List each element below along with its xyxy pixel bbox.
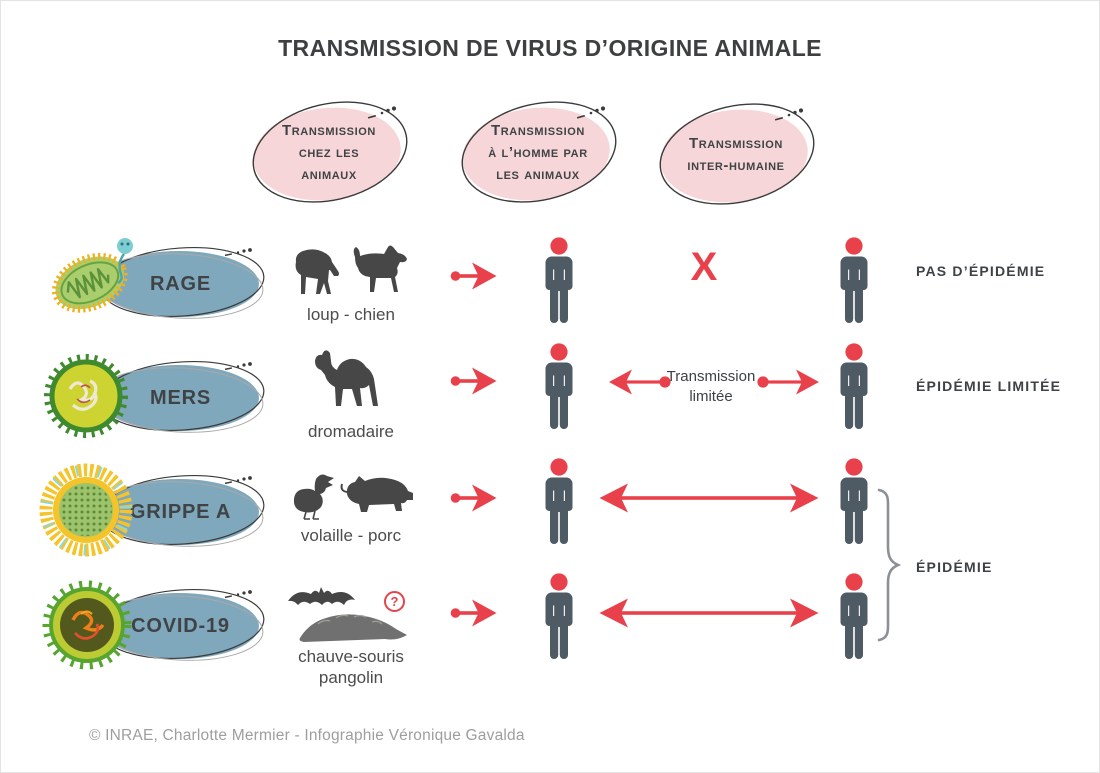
duck-pig-icons	[293, 474, 413, 520]
uncertainty-question-badge: ?	[384, 591, 405, 612]
virus-name: GRIPPE A	[129, 500, 232, 523]
transmission-arrow-icon	[450, 596, 498, 630]
column-header-animal-transmission: Transmission chez les animaux	[244, 97, 414, 209]
wolf-dog-icons	[295, 245, 407, 294]
mers-coronavirus-icon	[44, 354, 128, 438]
header-line: Transmission	[491, 122, 585, 140]
header-line: inter-humaine	[687, 157, 785, 174]
header-line: chez les	[298, 144, 360, 162]
human-figure	[834, 237, 874, 323]
influenza-virus-icon	[39, 463, 133, 557]
human-figure	[539, 343, 579, 429]
credit-line: © INRAE, Charlotte Mermier - Infographie…	[89, 727, 525, 744]
virus-name: COVID-19	[131, 614, 230, 637]
human-figure	[834, 573, 874, 659]
no-transmission-mark: X	[690, 245, 718, 289]
limited-label-line: limitée	[689, 387, 733, 405]
pangolin-icon	[299, 614, 407, 642]
transmission-arrow-icon	[450, 481, 498, 515]
page-title: TRANSMISSION DE VIRUS D’ORIGINE ANIMALE	[278, 35, 822, 61]
human-figure	[539, 237, 579, 323]
header-line: les animaux	[496, 165, 580, 183]
sustained-transmission-double-arrow-icon	[597, 595, 821, 631]
transmission-arrow-icon	[450, 364, 498, 398]
animal-caption: chauve-souris pangolin	[276, 646, 426, 689]
animal-caption-line: pangolin	[318, 668, 384, 688]
column-header-inter-human: Transmission inter-humaine	[651, 99, 821, 211]
dog-icon	[353, 245, 407, 292]
limited-transmission-right-arrow-icon	[755, 367, 821, 397]
virus-name: MERS	[150, 386, 211, 409]
sars-cov2-virus-icon	[42, 580, 132, 670]
header-line: Transmission	[689, 135, 783, 153]
bat-icon	[288, 587, 355, 605]
animal-caption: loup - chien	[307, 305, 395, 324]
outcome-label: ÉPIDÉMIE	[916, 559, 993, 575]
limited-transmission-label: Transmission limitée	[663, 367, 759, 406]
virus-name: RAGE	[150, 272, 211, 295]
human-figure	[834, 343, 874, 429]
human-figure	[539, 573, 579, 659]
outcome-label: PAS D’ÉPIDÉMIE	[916, 263, 1046, 279]
human-figure	[539, 458, 579, 544]
sustained-transmission-double-arrow-icon	[597, 480, 821, 516]
limited-label-line: Transmission	[666, 368, 756, 385]
bat-pangolin-icons	[288, 587, 407, 642]
header-line: à l’homme par	[488, 144, 588, 162]
outcome-label: ÉPIDÉMIE LIMITÉE	[916, 378, 1062, 394]
rabies-virus-icon	[52, 238, 133, 313]
animal-caption: volaille - porc	[300, 526, 402, 545]
duck-icon	[293, 474, 334, 513]
header-line: Transmission	[282, 122, 376, 140]
epidemic-brace	[877, 488, 901, 642]
wolf-icon	[295, 249, 339, 294]
animal-caption: dromadaire	[308, 422, 394, 441]
column-header-animal-to-human: Transmission à l’homme par les animaux	[453, 97, 623, 209]
pig-icon	[346, 476, 413, 512]
camel-icon	[315, 350, 378, 406]
animal-caption-line: chauve-souris	[298, 647, 404, 666]
human-figure	[834, 458, 874, 544]
header-line: animaux	[301, 165, 357, 183]
transmission-arrow-icon	[450, 259, 498, 293]
